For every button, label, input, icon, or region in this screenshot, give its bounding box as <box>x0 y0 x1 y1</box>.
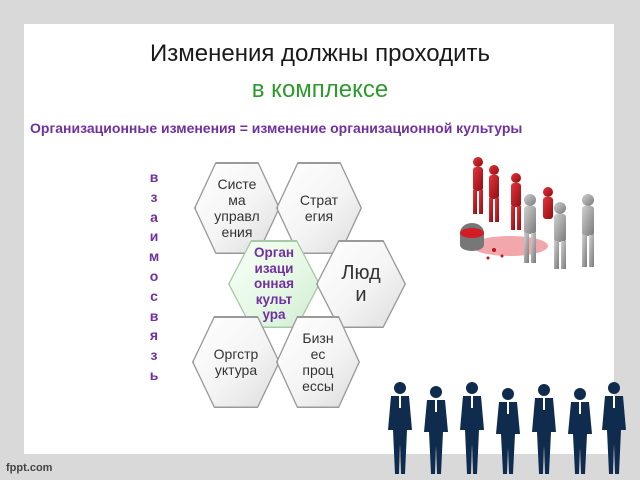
hex-label: Люд и <box>341 262 381 306</box>
hex-people: Люд и <box>316 240 406 328</box>
hex-label: Систе ма управл ения <box>214 176 260 240</box>
hex-organizational-culture: Орган изаци онная культ ура <box>228 240 320 328</box>
slide-title-line1: Изменения должны проходить <box>150 40 490 67</box>
red-paint-figures-image <box>460 157 594 269</box>
vertical-letter: з <box>150 347 158 364</box>
vertical-word: в з а и м о с в я з ь <box>146 168 162 386</box>
vertical-letter: и <box>149 228 159 245</box>
vertical-letter: с <box>150 287 158 304</box>
slide-title-line2: в комплексе <box>251 76 389 103</box>
hex-label: Страт егия <box>299 192 339 224</box>
hex-management-system: Систе ма управл ения <box>194 162 280 254</box>
footer-brand: fppt.com <box>6 462 53 474</box>
slide-subtitle: Организационные изменения = изменение ор… <box>30 120 523 136</box>
hex-label: Бизн ес проц ессы <box>302 330 334 394</box>
hex-label: Орган изаци онная культ ура <box>253 245 295 323</box>
vertical-letter: о <box>149 267 159 284</box>
vertical-letter: а <box>150 208 158 225</box>
vertical-letter: з <box>150 188 158 205</box>
vertical-letter: в <box>149 169 159 185</box>
hex-business-processes: Бизн ес проц ессы <box>276 316 360 408</box>
hex-strategy: Страт егия <box>276 162 362 254</box>
hex-org-structure: Оргстр уктура <box>192 316 280 408</box>
business-people-silhouettes <box>388 382 626 474</box>
hex-label: Оргстр уктура <box>213 346 259 378</box>
vertical-letter: в <box>149 307 159 324</box>
vertical-letter: ь <box>149 366 159 383</box>
vertical-letter: я <box>149 327 159 344</box>
vertical-letter: м <box>148 248 160 265</box>
